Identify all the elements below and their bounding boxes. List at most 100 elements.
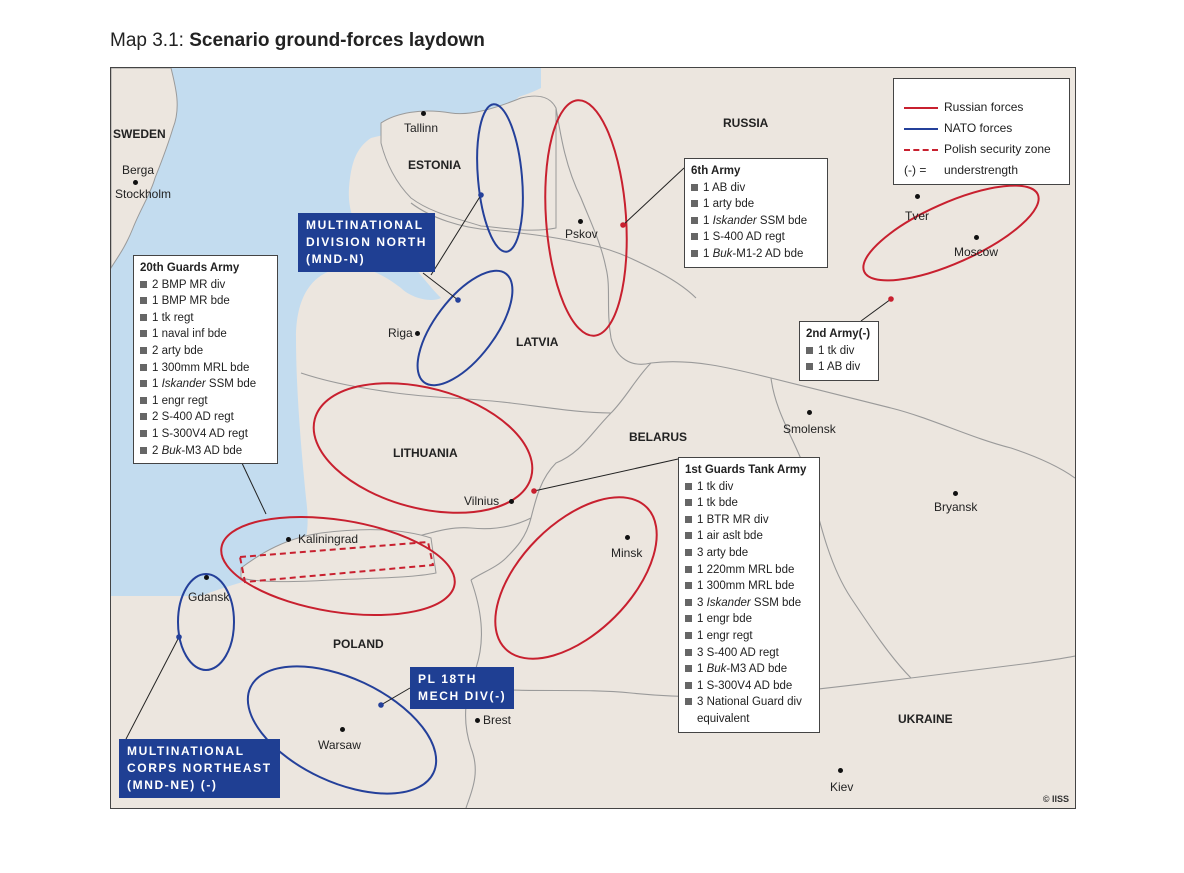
leader-1st-guards-anchor xyxy=(531,488,537,494)
force-item: 1 tk div xyxy=(806,343,872,360)
force-item: 1 engr regt xyxy=(685,628,813,645)
polish-security-zone xyxy=(238,540,435,584)
copyright-credit: © IISS xyxy=(1042,794,1069,804)
force-box-title: 6th Army xyxy=(691,165,741,177)
city-dot-berga xyxy=(133,180,138,185)
city-gdansk: Gdansk xyxy=(188,590,230,604)
leader-mnd-n-anchor xyxy=(478,192,484,198)
legend-russian: Russian forces xyxy=(904,100,1023,116)
2nd-army-ellipse xyxy=(862,184,1040,282)
nato-unit-line: DIVISION NORTH xyxy=(306,235,428,249)
city-kaliningrad: Kaliningrad xyxy=(298,532,359,546)
legend-swatch-russian xyxy=(904,106,938,109)
force-item: 1 AB div xyxy=(806,359,872,376)
city-dot-brest xyxy=(475,718,480,723)
country-russia: RUSSIA xyxy=(723,116,769,130)
force-ellipses xyxy=(177,99,1040,795)
force-item: 2 BMP MR div xyxy=(140,277,271,294)
nato-unit-line: MULTINATIONAL xyxy=(306,218,424,232)
city-stockholm: Stockholm xyxy=(115,187,172,201)
city-dot-tallinn xyxy=(421,111,426,116)
kaliningrad-oblast xyxy=(240,529,437,583)
force-item: 2 arty bde xyxy=(140,343,271,360)
nato-unit-line: PL 18TH xyxy=(418,672,477,686)
country-latvia: LATVIA xyxy=(516,335,559,349)
leader-1st-guards xyxy=(533,458,679,492)
city-dot-tver xyxy=(915,194,920,199)
city-dot-vilnius xyxy=(509,499,514,504)
mnd-n-latvia-ellipse xyxy=(416,269,514,387)
nato-unit-line: MECH DIV(-) xyxy=(418,689,507,703)
city-riga: Riga xyxy=(388,326,413,340)
force-item: 1 BMP MR bde xyxy=(140,293,271,310)
force-box-title: 1st Guards Tank Army xyxy=(685,464,807,476)
legend-swatch-nato xyxy=(904,127,938,130)
force-item: 1 S-300V4 AD regt xyxy=(140,426,271,443)
leader-mnd-n-latvia-anchor xyxy=(455,297,461,303)
force-item: 3 S-400 AD regt xyxy=(685,645,813,662)
city-tallinn: Tallinn xyxy=(404,121,439,135)
city-dot-smolensk xyxy=(807,410,812,415)
leader-mnd-n xyxy=(430,194,482,276)
country-belarus: BELARUS xyxy=(629,430,688,444)
city-pskov: Pskov xyxy=(565,227,598,241)
nato-unit-mnc-ne: MULTINATIONAL CORPS NORTHEAST (MND-NE) (… xyxy=(119,739,280,798)
callout-lines xyxy=(125,167,894,740)
force-item: 1 engr bde xyxy=(685,611,813,628)
city-warsaw: Warsaw xyxy=(318,738,361,752)
force-item: 1 300mm MRL bde xyxy=(140,360,271,377)
leader-2nd-army xyxy=(860,298,892,322)
force-item: 1 naval inf bde xyxy=(140,326,271,343)
6th-army-ellipse xyxy=(544,99,628,337)
map-title: Map 3.1: Scenario ground-forces laydown xyxy=(110,30,485,51)
country-sweden: SWEDEN xyxy=(113,127,166,141)
force-item: 1 Iskander SSM bde xyxy=(691,213,821,230)
force-item: 1 Buk-M1-2 AD bde xyxy=(691,246,821,263)
city-dot-kiev xyxy=(838,768,843,773)
city-dot-moscow xyxy=(974,235,979,240)
city-dot-minsk xyxy=(625,535,630,540)
nato-unit-line: CORPS NORTHEAST xyxy=(127,761,272,775)
force-item: 1 AB div xyxy=(691,180,821,197)
country-lithuania: LITHUANIA xyxy=(393,446,458,460)
country-ukraine: UKRAINE xyxy=(898,712,953,726)
map-frame: SWEDEN ESTONIA LATVIA LITHUANIA RUSSIA B… xyxy=(110,67,1076,809)
leader-mnd-n-latvia xyxy=(422,272,459,301)
leader-mnc-ne-anchor xyxy=(176,634,182,640)
city-berga: Berga xyxy=(122,163,155,177)
force-item: 1 engr regt xyxy=(140,393,271,410)
city-vilnius: Vilnius xyxy=(464,494,500,508)
leader-2nd-army-anchor xyxy=(888,296,894,302)
city-bryansk: Bryansk xyxy=(934,500,978,514)
force-item: 1 air aslt bde xyxy=(685,528,813,545)
force-item: 1 Buk-M3 AD bde xyxy=(685,661,813,678)
force-item: 3 National Guard div xyxy=(685,694,813,711)
legend: Russian forces NATO forces Polish securi… xyxy=(893,78,1070,185)
country-estonia: ESTONIA xyxy=(408,158,462,172)
city-minsk: Minsk xyxy=(611,546,643,560)
minsk-ellipse xyxy=(494,496,658,660)
force-item: 1 tk regt xyxy=(140,310,271,327)
nato-unit-mnd-n: MULTINATIONAL DIVISION NORTH (MND-N) xyxy=(298,213,436,272)
city-dot-warsaw xyxy=(340,727,345,732)
leader-mnc-ne xyxy=(125,636,180,740)
nato-unit-pl-18th-mech: PL 18TH MECH DIV(-) xyxy=(410,667,515,709)
force-box-continuation: equivalent xyxy=(697,712,750,725)
nato-unit-line: (MND-N) xyxy=(306,252,366,266)
force-item: 1 220mm MRL bde xyxy=(685,562,813,579)
legend-polish-zone: Polish security zone xyxy=(904,142,1051,158)
city-dot-pskov xyxy=(578,219,583,224)
mnd-n-estonia-ellipse xyxy=(476,103,524,253)
force-item: 1 BTR MR div xyxy=(685,512,813,529)
force-item: 3 arty bde xyxy=(685,545,813,562)
nato-unit-line: (MND-NE) (-) xyxy=(127,778,218,792)
gdansk-ellipse xyxy=(177,573,235,671)
legend-swatch-polish-zone xyxy=(904,148,938,151)
leader-pl18-anchor xyxy=(378,702,384,708)
